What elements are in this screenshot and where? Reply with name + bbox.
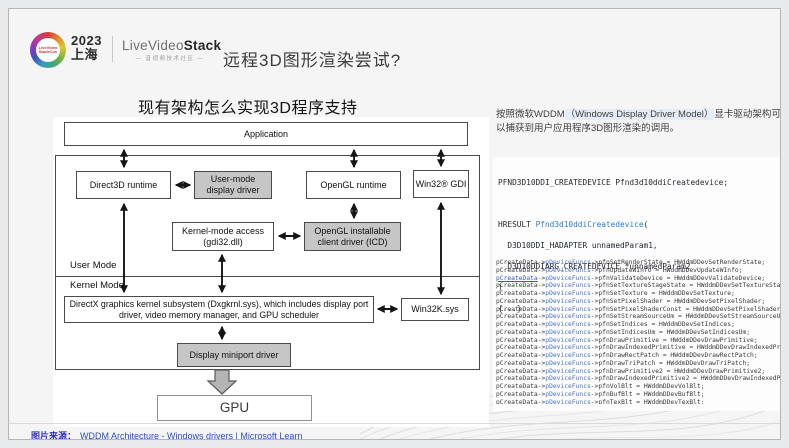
label-user-mode: User Mode (70, 260, 117, 271)
box-win32-gdi: Win32® GDI (413, 170, 469, 198)
brand-light: LiveVideo (122, 38, 184, 53)
listing-line: pCreateData->pDeviceFuncs->pfnVolBlt = H… (496, 383, 705, 390)
listing-line: pCreateData->pDeviceFuncs->pfnSetPixelSh… (496, 297, 766, 305)
image-source: 图片来源：WDDM Architecture - Windows drivers… (31, 429, 303, 440)
conference-year: 2023 (71, 33, 102, 48)
listing-line: pCreateData->pDeviceFuncs->pfnSetTexture… (496, 290, 735, 297)
label-kernel-mode: Kernel Mode (70, 280, 124, 291)
footer-divider (9, 423, 780, 424)
slide: LiveVideo StackCon 2023 上海 LiveVideoStac… (8, 8, 781, 440)
code-line: D3D10DDIARG_CREATEDEVICE *unnamedParam2 (498, 261, 691, 271)
listing-line: pCreateData->pDeviceFuncs->pfnSetStreamS… (496, 313, 781, 321)
box-opengl-icd: OpenGL installable client driver (ICD) (304, 222, 401, 251)
code-line: PFND3D10DDI_CREATEDEVICE Pfnd3d10ddiCrea… (498, 177, 729, 187)
box-application: Application (64, 122, 468, 146)
brand-logotype: LiveVideoStack (122, 38, 221, 53)
createdevice-code-block: PFND3D10DDI_CREATEDEVICE Pfnd3d10ddiCrea… (498, 167, 780, 335)
listing-line: pCreateData->pDeviceFuncs->pfnDrawTriPat… (496, 359, 751, 367)
code-line: HRESULT Pfnd3d10ddiCreatedevice( (498, 219, 780, 231)
source-link[interactable]: WDDM Architecture - Windows drivers | Mi… (80, 431, 303, 440)
header-divider (112, 36, 113, 62)
listing-line: pCreateData->pDeviceFuncs->pfnSetRenderS… (496, 259, 766, 266)
device-funcs-listing: pCreateData->pDeviceFuncs->pfnSetRenderS… (496, 259, 781, 405)
code-line (498, 199, 780, 210)
box-dxgkrnl-subsystem: DirectX graphics kernel subsystem (Dxgkr… (64, 296, 374, 323)
listing-line: pCreateData->pDeviceFuncs->pfnDrawRectPa… (496, 352, 758, 359)
wddm-intro-paragraph: 按照微软WDDM（Windows Display Driver Model）显卡… (496, 108, 781, 136)
listing-line: pCreateData->pDeviceFuncs->pfnDrawIndexe… (496, 344, 781, 352)
box-win32k-sys: Win32K.sys (401, 298, 469, 321)
code-paren: ( (643, 219, 649, 229)
driver-stack-outer-box (55, 155, 480, 370)
listing-line: pCreateData->pDeviceFuncs->pfnDrawPrimit… (496, 336, 758, 344)
box-direct3d-runtime: Direct3D runtime (76, 171, 171, 199)
listing-line: pCreateData->pDeviceFuncs->pfnSetTexture… (496, 282, 781, 290)
source-label: 图片来源： (31, 431, 77, 440)
brand-bold: Stack (183, 38, 222, 53)
listing-line: pCreateData->pDeviceFuncs->pfnSetIndices… (496, 321, 735, 328)
conference-logo-text: LiveVideo StackCon (36, 38, 60, 62)
box-kernel-mode-access: Kernel-mode access (gdi32.dll) (172, 222, 274, 251)
code-line: {...} (498, 303, 522, 313)
conference-city: 上海 (71, 47, 99, 63)
listing-line: pCreateData->pDeviceFuncs->pfnTexBlt = H… (496, 398, 705, 405)
listing-line: pCreateData->pDeviceFuncs->pfnSetIndices… (496, 328, 751, 336)
listing-line: pCreateData->pDeviceFuncs->pfnUpdateWInf… (496, 266, 743, 274)
code-keyword: HRESULT (498, 219, 536, 229)
listing-line: pCreateData->pDeviceFuncs->pfnValidateDe… (496, 274, 766, 282)
box-opengl-runtime: OpenGL runtime (306, 171, 401, 199)
user-kernel-divider (55, 276, 480, 277)
listing-line: pCreateData->pDeviceFuncs->pfnSetPixelSh… (496, 305, 781, 313)
code-line: D3D10DDI_HADAPTER unnamedParam1, (498, 240, 658, 250)
intro-prefix: 按照微软WDDM (496, 109, 565, 120)
box-display-miniport-driver: Display miniport driver (177, 343, 291, 367)
listing-line: pCreateData->pDeviceFuncs->pfnDrawPrimit… (496, 367, 766, 375)
brand-tagline: — 音视频技术社区 — (135, 56, 205, 62)
box-user-mode-display-driver: User-mode display driver (194, 171, 272, 199)
box-gpu: GPU (157, 395, 312, 421)
conference-name: 2023 上海 (71, 33, 102, 63)
listing-line: pCreateData->pDeviceFuncs->pfnDrawIndexe… (496, 375, 781, 383)
page-title: 远程3D图形渲染尝试? (223, 51, 402, 70)
conference-logo-icon: LiveVideo StackCon (30, 32, 66, 68)
slide-subtitle: 现有架构怎么实现3D程序支持 (138, 100, 358, 117)
listing-line: pCreateData->pDeviceFuncs->pfnBufBlt = H… (496, 390, 705, 398)
code-line: ) (498, 282, 503, 292)
intro-highlight: （Windows Display Driver Model） (564, 109, 715, 120)
code-function-name: Pfnd3d10ddiCreatedevice (535, 219, 644, 229)
intro-suffix: 显卡驱动架构可以捕获到用户应用程序3D图形渲染的调用。 (496, 109, 781, 134)
